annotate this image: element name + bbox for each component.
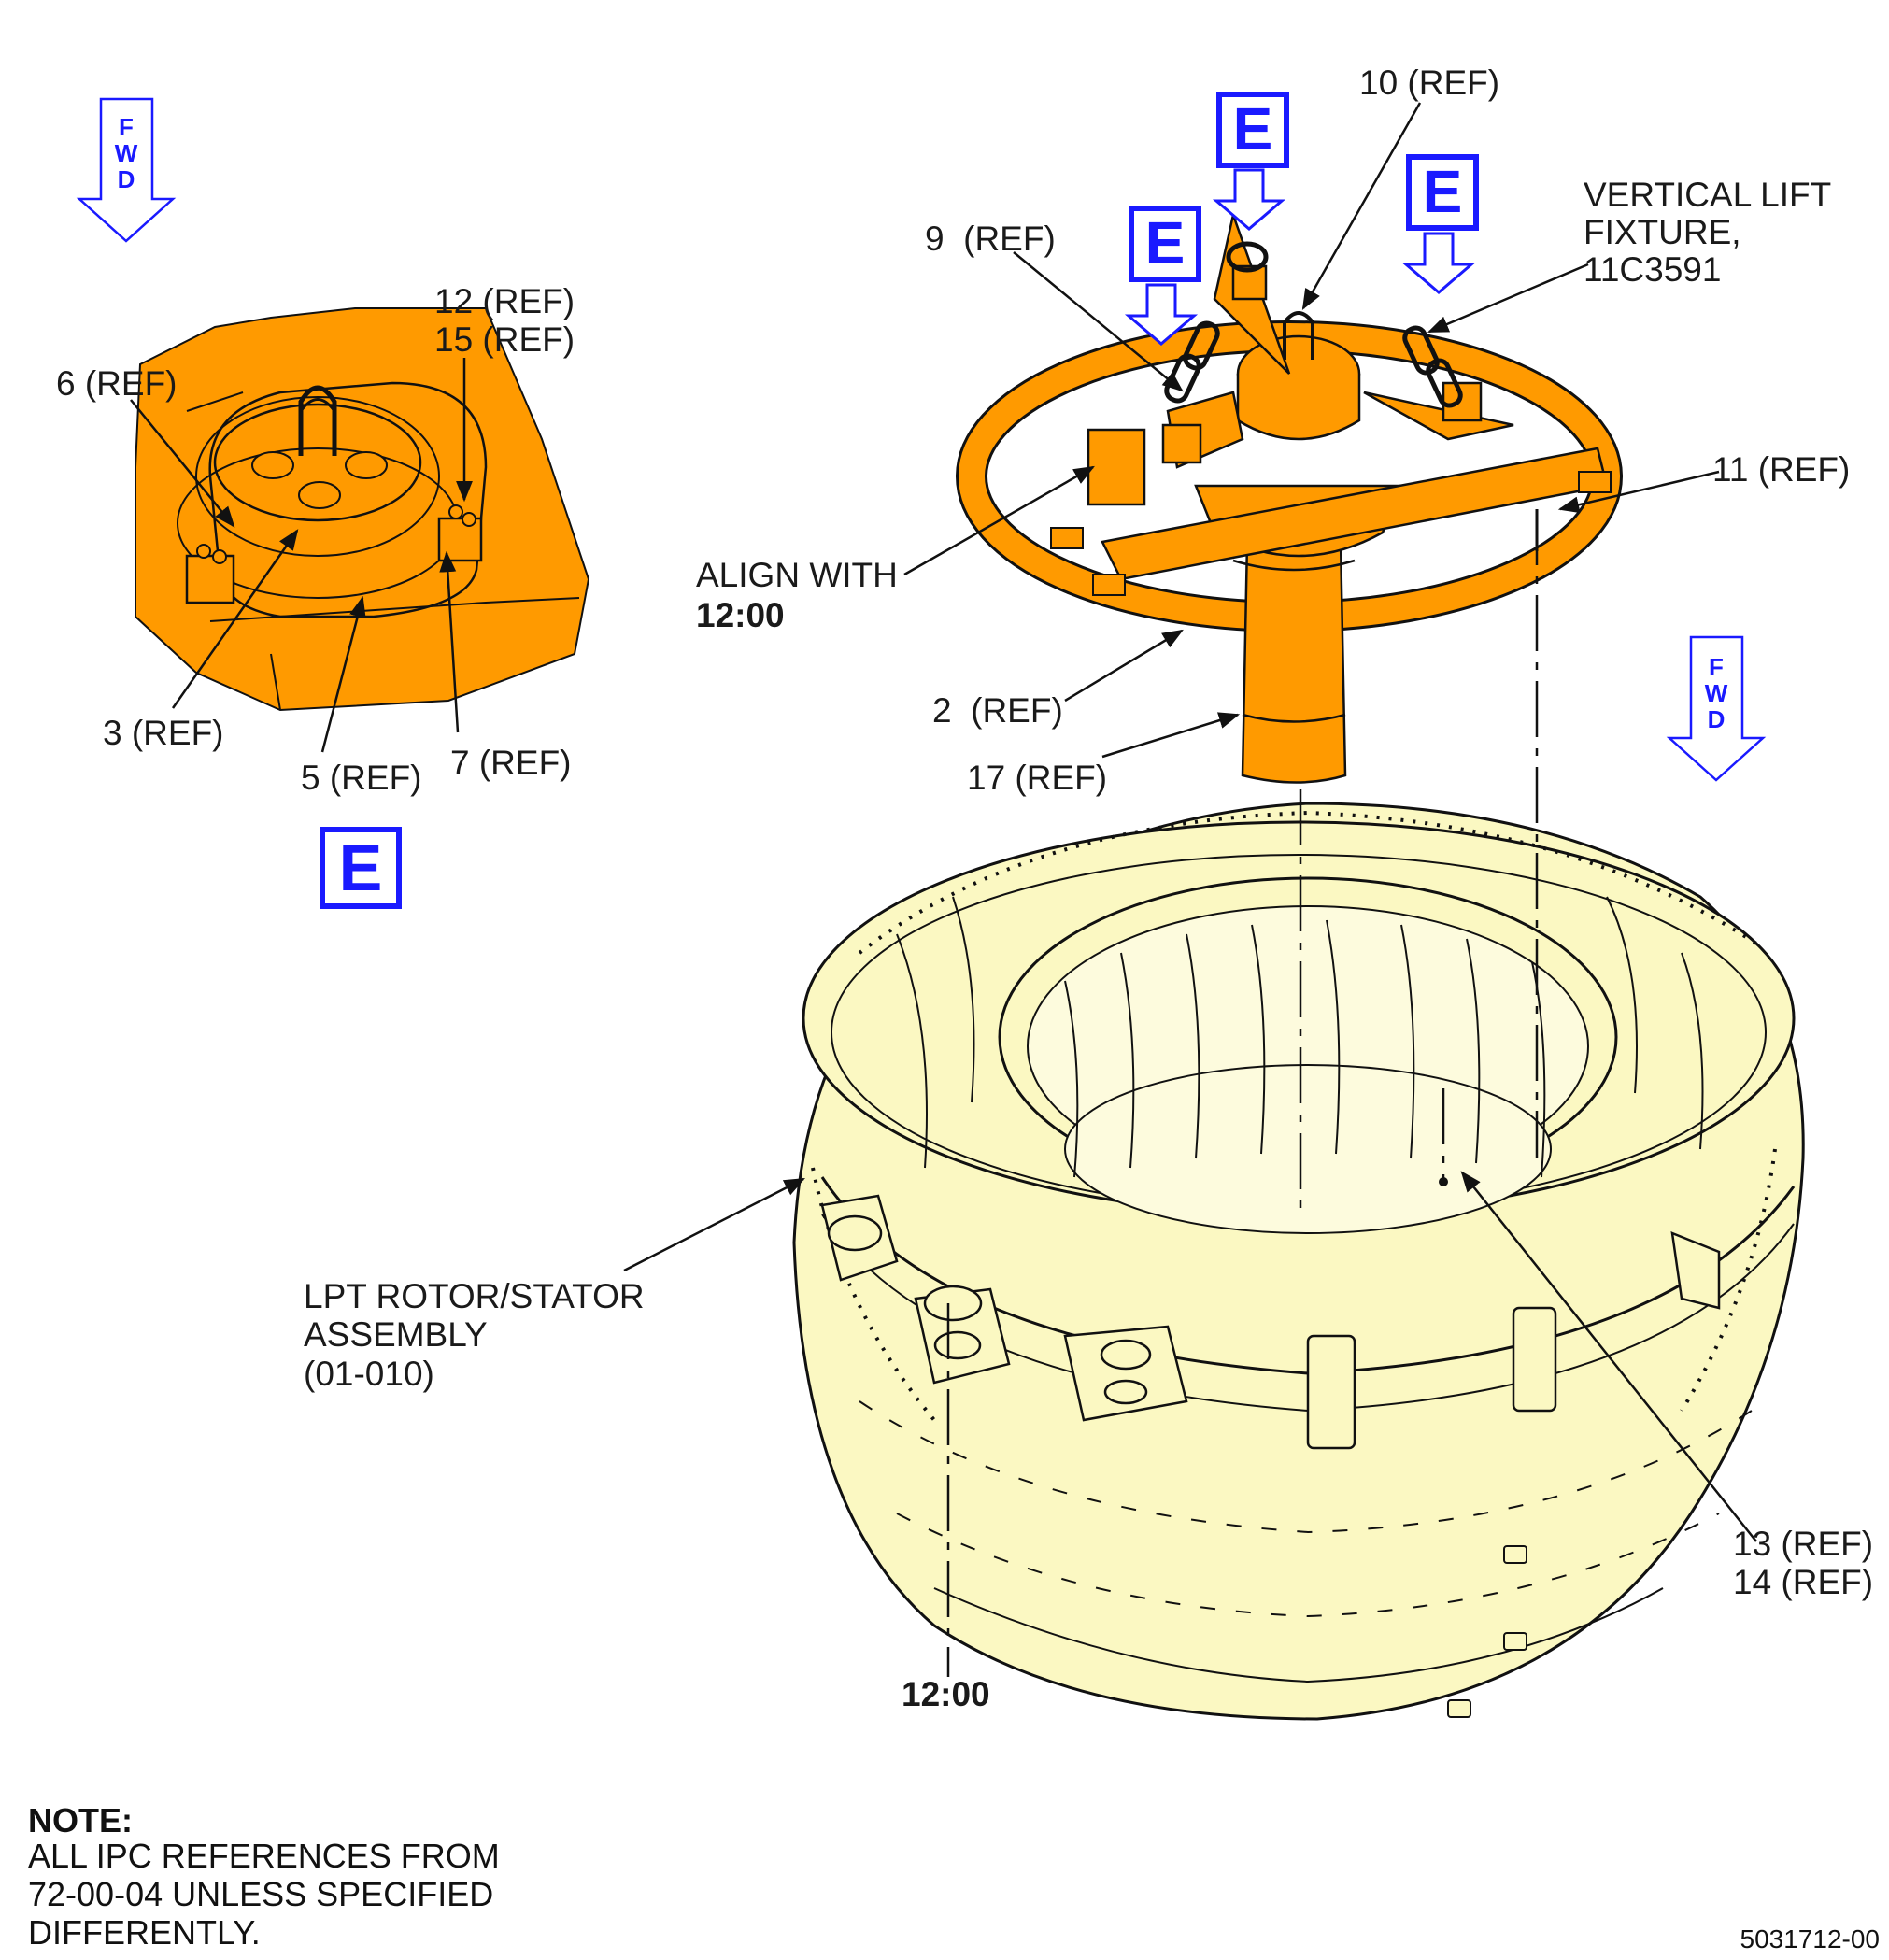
label-ref6: 6 (REF) — [56, 364, 178, 403]
fixture-shaft — [1241, 540, 1347, 784]
label-ref11: 11 (REF) — [1712, 450, 1851, 489]
view-e-box-3: E — [1406, 154, 1479, 231]
note-body: ALL IPC REFERENCES FROM 72-00-04 UNLESS … — [28, 1837, 500, 1952]
vertical-lift-fixture-drawing — [956, 210, 1623, 784]
view-e-box-2: E — [1129, 206, 1201, 282]
label-ref13: 13 (REF) — [1733, 1525, 1874, 1563]
leader-ref17 — [1101, 712, 1241, 759]
detail-e-drawing — [130, 307, 590, 753]
label-fixture-3: 11C3591 — [1584, 250, 1722, 289]
leader-ref2 — [1064, 629, 1184, 703]
label-ref7: 7 (REF) — [450, 744, 572, 782]
label-assembly-3: (01-010) — [304, 1355, 434, 1393]
leader-ref6 — [130, 399, 235, 528]
detail-e-hub-top — [213, 403, 422, 522]
fixture-align-block — [1087, 428, 1146, 506]
detail-fwd-arrow-icon — [76, 97, 177, 243]
label-ref2: 2 (REF) — [932, 691, 1063, 730]
lpt-assembly-drawing — [792, 802, 1805, 1721]
label-assembly-1: LPT ROTOR/STATOR — [304, 1277, 645, 1315]
label-assembly-2: ASSEMBLY — [304, 1315, 488, 1354]
leader-ref9 — [1013, 251, 1184, 392]
label-ref5: 5 (REF) — [301, 759, 422, 797]
label-align-2: 12:00 — [696, 596, 785, 634]
leader-align — [903, 465, 1095, 576]
main-fwd-label: F W D — [1704, 653, 1728, 733]
figure-id: 5031712-00 — [1740, 1924, 1880, 1953]
view-e-box-1: E — [1216, 92, 1289, 168]
leader-ref13 — [1460, 1171, 1757, 1542]
label-ref12: 12 (REF) — [434, 282, 575, 320]
view-e-arrow-icon-3 — [1401, 232, 1476, 294]
leader-fixture — [1427, 263, 1589, 334]
label-fixture-1: VERTICAL LIFT — [1584, 176, 1832, 214]
view-e-arrow-icon-2 — [1124, 283, 1199, 346]
view-e-arrow-icon-1 — [1212, 168, 1286, 231]
detail-e-lift-eye — [298, 385, 337, 456]
label-align-1: ALIGN WITH — [696, 556, 898, 594]
label-ref10: 10 (REF) — [1359, 64, 1500, 102]
leader-ref5 — [320, 595, 366, 753]
label-ref17: 17 (REF) — [967, 759, 1108, 797]
detail-view-e-box: E — [320, 827, 402, 909]
label-ref14: 14 (REF) — [1733, 1563, 1874, 1601]
leader-ref3 — [171, 529, 299, 709]
label-ref3: 3 (REF) — [103, 714, 224, 752]
main-fwd-arrow-icon — [1666, 635, 1767, 782]
leader-assembly — [623, 1177, 806, 1272]
detail-e-block-right — [437, 517, 483, 562]
label-12oclock: 12:00 — [902, 1675, 990, 1713]
label-fixture-2: FIXTURE, — [1584, 213, 1741, 251]
detail-fwd-label: F W D — [114, 113, 138, 193]
fixture-lift-eye — [1283, 311, 1314, 360]
leader-ref10 — [1301, 102, 1422, 310]
leader-ref11 — [1557, 470, 1720, 514]
leader-ref7 — [439, 550, 460, 733]
label-ref15: 15 (REF) — [434, 320, 575, 359]
detail-e-block-left — [185, 554, 235, 604]
label-ref9: 9 (REF) — [925, 220, 1056, 258]
note-title: NOTE: — [28, 1801, 133, 1839]
